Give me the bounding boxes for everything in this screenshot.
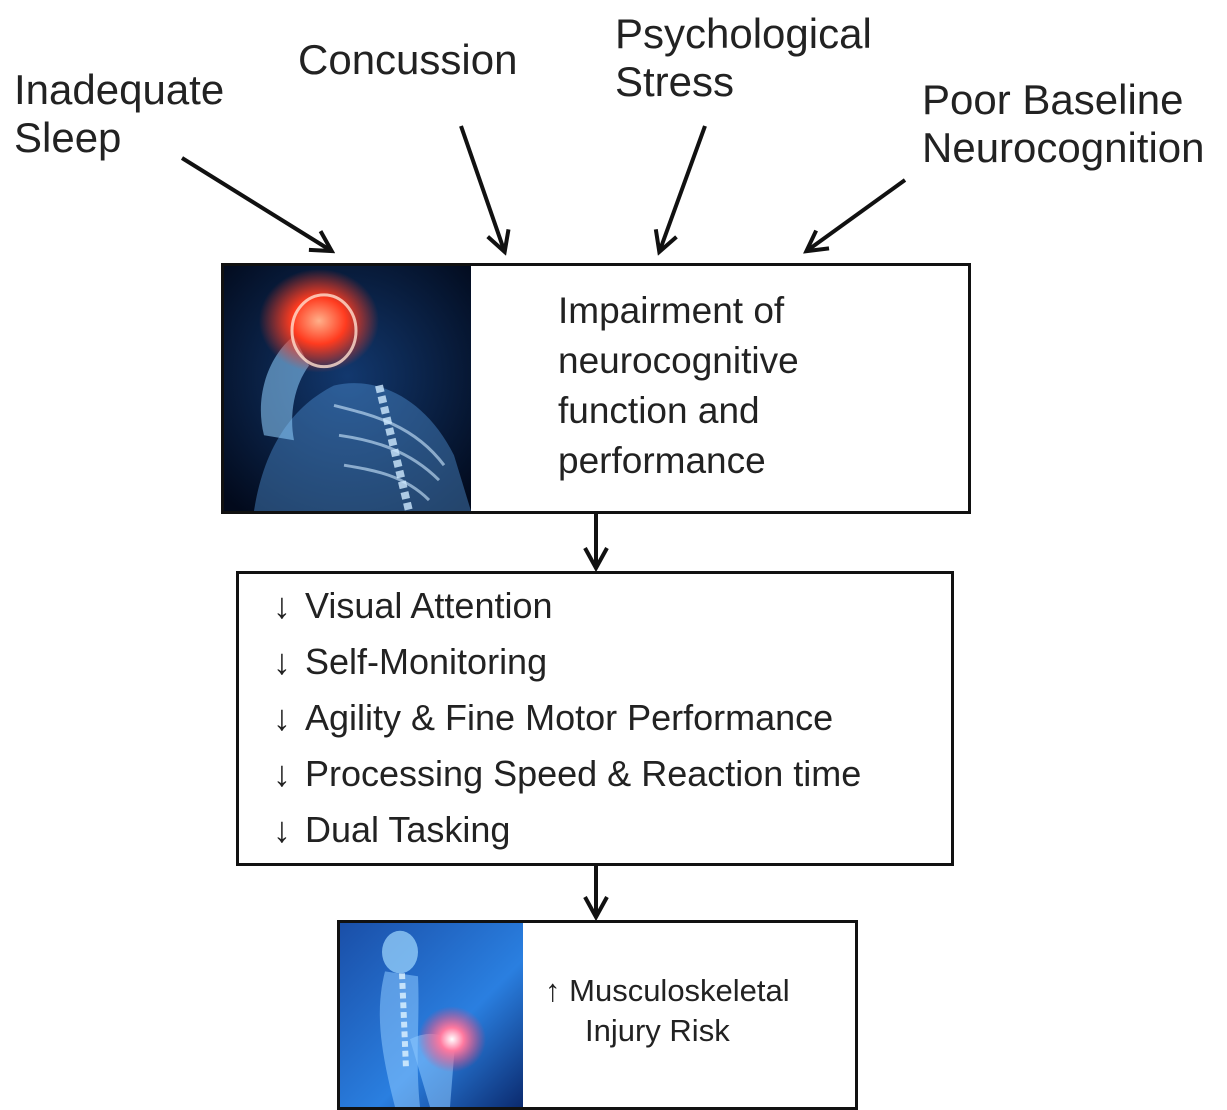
down-arrow-icon: ↓ <box>273 585 291 626</box>
effect-agility-fine-motor: ↓Agility & Fine Motor Performance <box>273 690 861 746</box>
impairment-box: Impairment of neurocognitive function an… <box>221 263 971 514</box>
arrow-concussion <box>459 125 504 250</box>
effects-list: ↓Visual Attention ↓Self-Monitoring ↓Agil… <box>273 578 861 858</box>
injury-label: ↑ Musculoskeletal Injury Risk <box>545 973 790 1048</box>
effects-box: ↓Visual Attention ↓Self-Monitoring ↓Agil… <box>236 571 954 866</box>
factor-inadequate-sleep: Inadequate Sleep <box>14 66 225 161</box>
down-arrow-icon: ↓ <box>273 809 291 850</box>
knee-pain-xray-icon <box>340 923 523 1107</box>
arrow-stress <box>660 125 707 250</box>
effect-processing-speed-reaction: ↓Processing Speed & Reaction time <box>273 746 861 802</box>
factor-psychological-stress: Psychological Stress <box>615 10 872 105</box>
injury-box: ↑ Musculoskeletal Injury Risk <box>337 920 858 1110</box>
arrow-sleep <box>180 156 330 250</box>
impairment-label: Impairment of neurocognitive function an… <box>558 290 799 481</box>
effect-dual-tasking: ↓Dual Tasking <box>273 802 861 858</box>
head-pain-xray-icon <box>224 266 471 511</box>
down-arrow-icon: ↓ <box>273 641 291 682</box>
arrow-baseline <box>808 178 907 250</box>
effect-self-monitoring: ↓Self-Monitoring <box>273 634 861 690</box>
factor-concussion: Concussion <box>298 36 518 83</box>
down-arrow-icon: ↓ <box>273 697 291 738</box>
up-arrow-icon: ↑ <box>545 973 561 1008</box>
effect-visual-attention: ↓Visual Attention <box>273 578 861 634</box>
down-arrow-icon: ↓ <box>273 753 291 794</box>
factor-poor-baseline-neurocognition: Poor Baseline Neurocognition <box>922 76 1205 171</box>
